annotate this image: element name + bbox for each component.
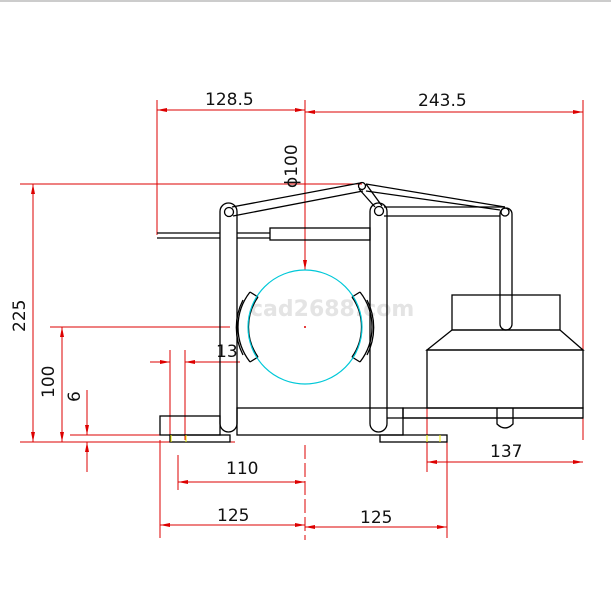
brake-mechanism [157,181,585,443]
dim-125-right: 125 [360,508,392,528]
dim-137: 137 [490,442,522,462]
brake-wheel-circle [247,269,363,385]
dim-diameter-100: ϕ100 [282,144,302,188]
dim-110: 110 [226,459,258,479]
dim-125-left: 125 [217,506,249,526]
dim-100: 100 [39,366,59,398]
watermark: cad2688.com [250,297,414,322]
dim-225: 225 [10,300,30,332]
dim-128-5: 128.5 [205,90,254,110]
dimension-lines [20,100,584,540]
dim-243-5: 243.5 [418,91,467,111]
wheel-center-mark [304,326,306,328]
dim-13: 13 [216,342,238,362]
dim-6: 6 [65,391,85,402]
